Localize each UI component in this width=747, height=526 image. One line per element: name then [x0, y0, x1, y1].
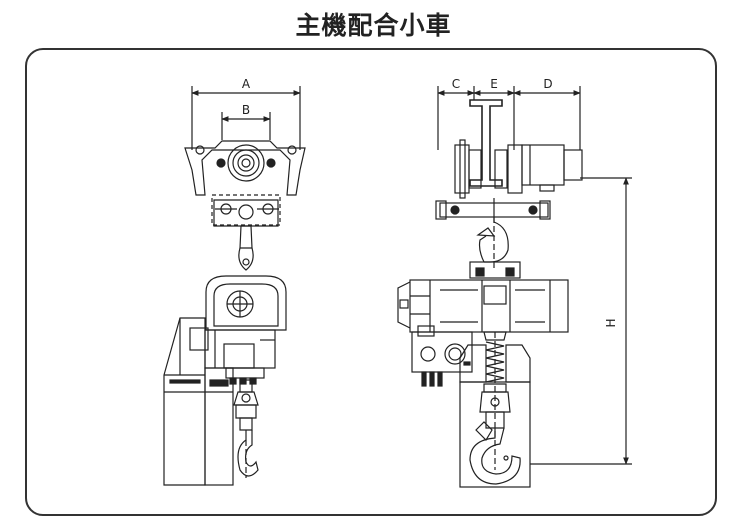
dim-label-h: H: [604, 318, 618, 327]
side-view: [397, 86, 583, 488]
dim-label-e: E: [490, 77, 498, 91]
dim-label-d: D: [543, 77, 552, 91]
page-title: 主機配合小車: [295, 11, 452, 40]
dim-label-c: C: [452, 77, 460, 91]
drawing-frame: [25, 48, 717, 516]
dim-label-a: A: [242, 77, 251, 91]
dim-label-b: B: [242, 103, 250, 117]
front-view: [163, 86, 306, 486]
